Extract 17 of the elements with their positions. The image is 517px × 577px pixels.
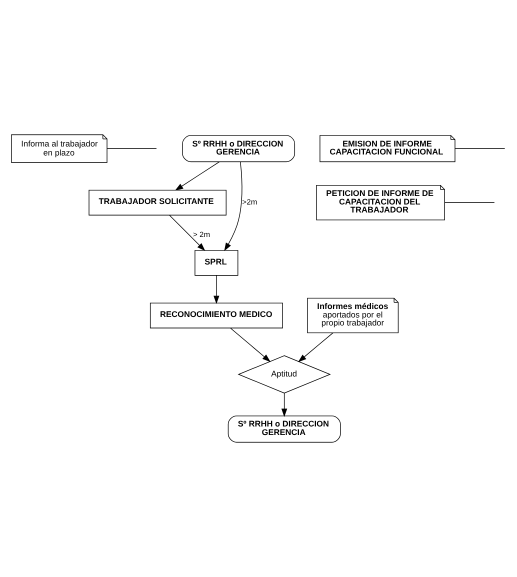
arrow [174,161,220,191]
node-box: RECONOCIMIENTO MEDICO [150,302,283,328]
arrow [169,214,206,252]
connector [454,148,506,149]
edge-label: > 2m [192,230,210,240]
connector [106,148,157,149]
node-box: Sº RRHH o DIRECCION GERENCIA [228,416,341,443]
arrow [230,328,271,362]
node-box: Sº RRHH o DIRECCION GERENCIA [182,135,296,162]
edge-label: >2m [242,198,258,207]
arrow [298,332,334,362]
node-box: TRABAJADOR SOLICITANTE [88,190,226,216]
arrow [224,161,242,252]
connector [444,202,495,203]
node-box: SPRL [194,250,238,276]
arrow [281,392,288,417]
arrow [214,275,220,304]
